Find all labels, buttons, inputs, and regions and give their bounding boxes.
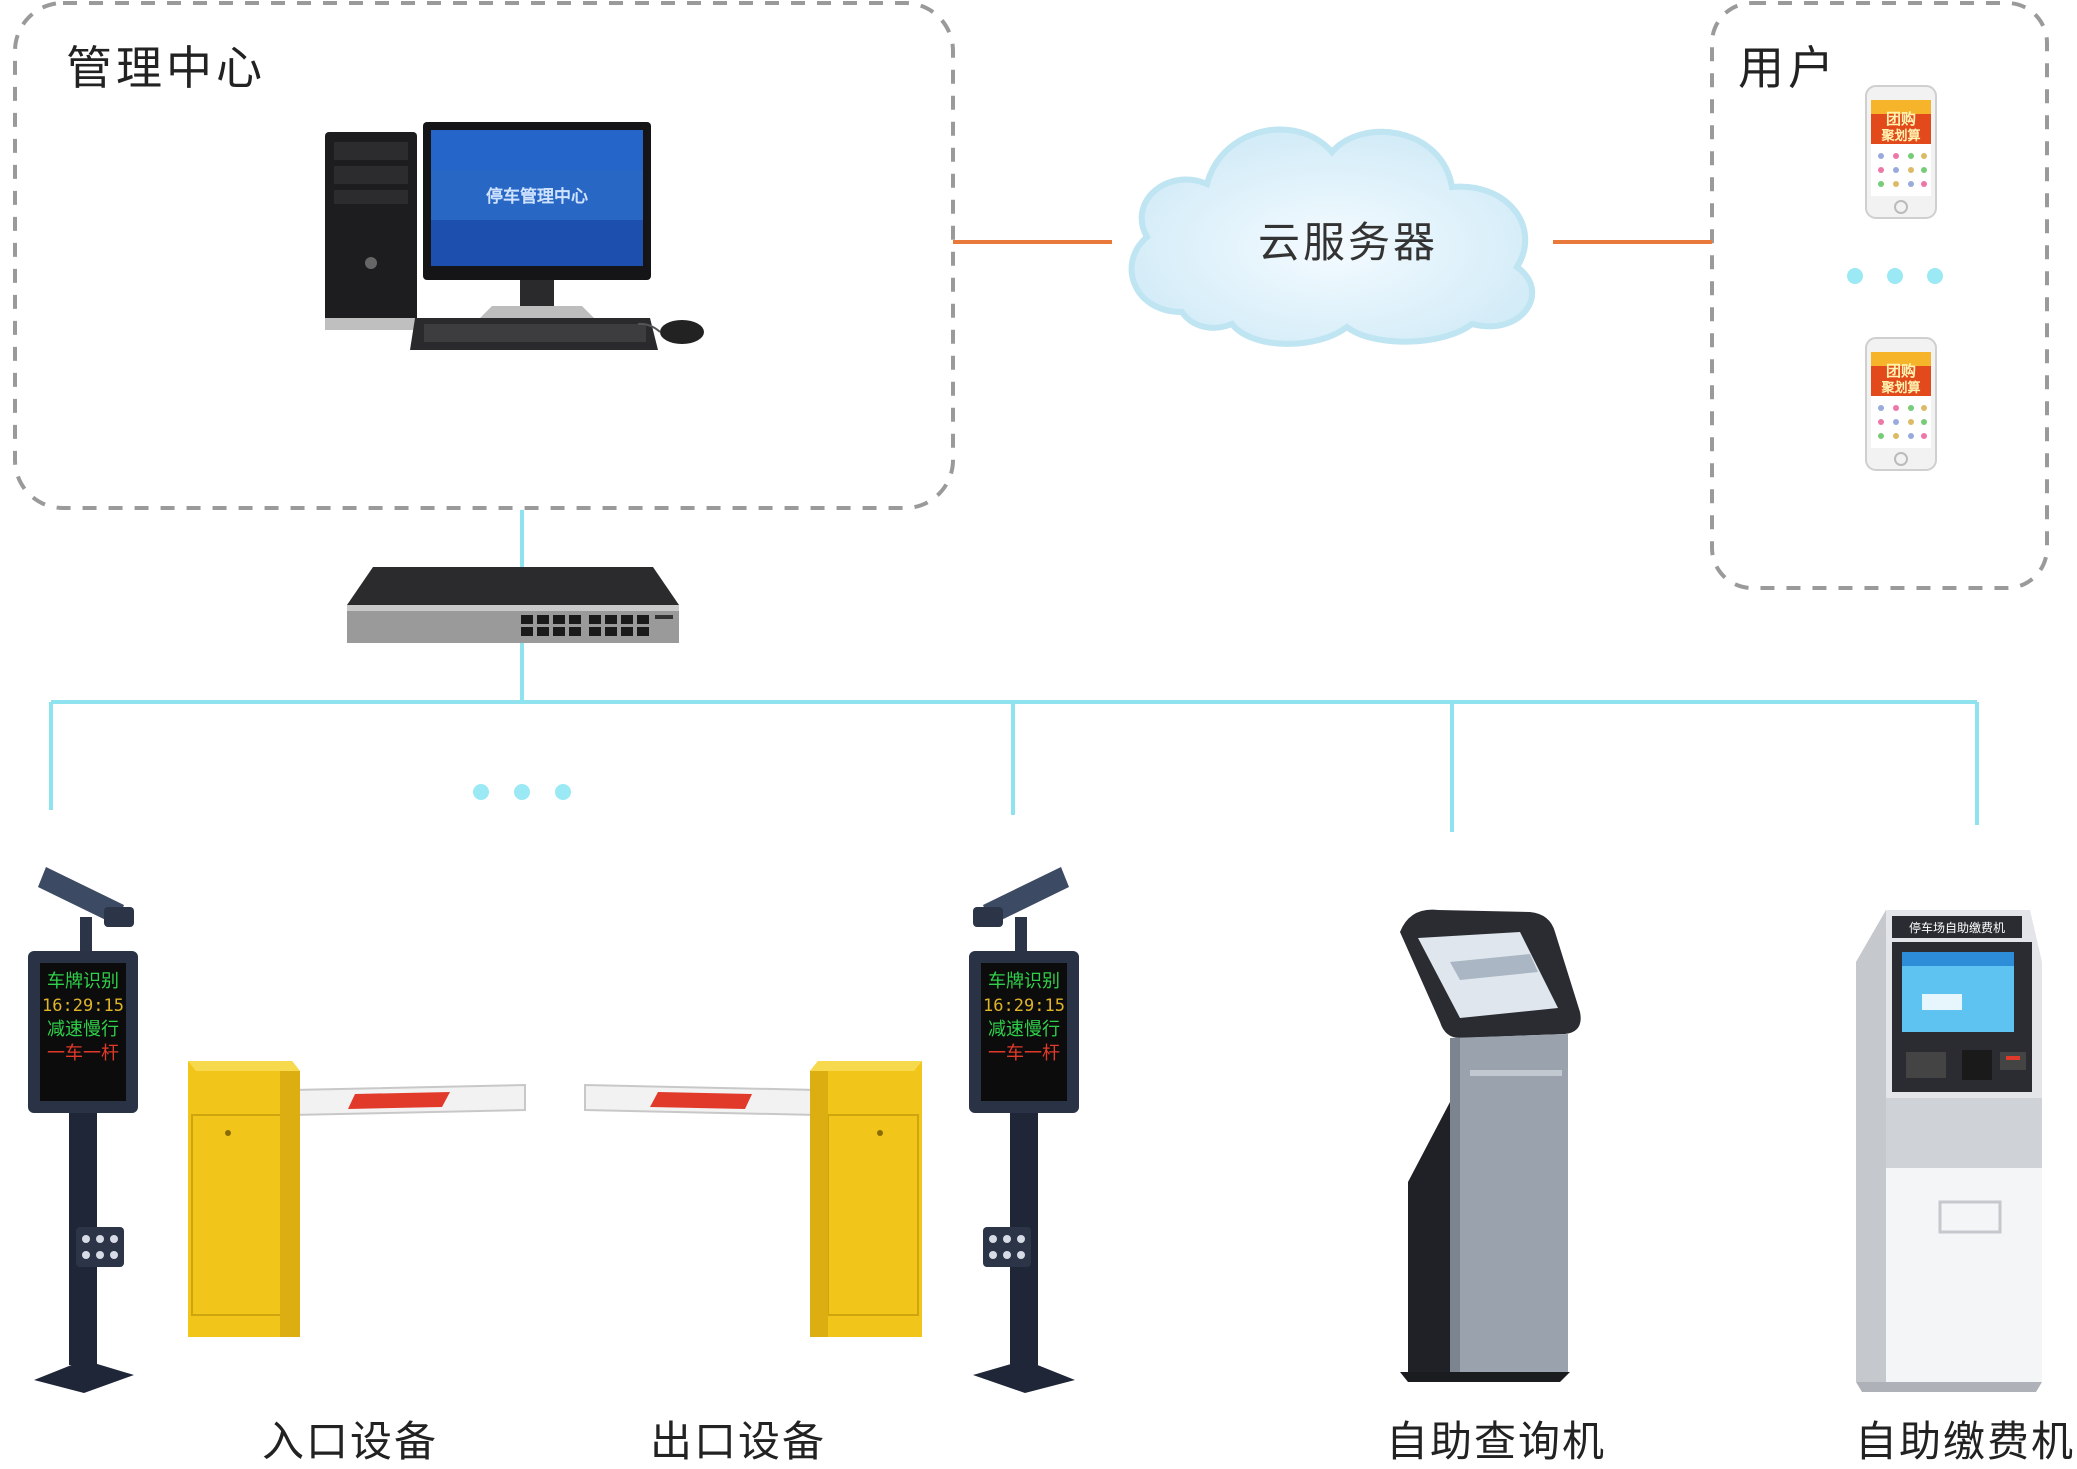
users-title: 用户	[1738, 41, 1838, 95]
switch-icon	[347, 567, 679, 643]
query-kiosk	[1390, 902, 1590, 1382]
computer-icon: 停车管理中心	[325, 122, 704, 350]
lpr-pole-icon: 车牌识别 16:29:15 减速慢行 一车一杆	[969, 867, 1079, 1393]
entrance-barrier	[180, 1055, 530, 1345]
led-line-1: 车牌识别	[47, 971, 119, 992]
phone-text-1: 团购	[1886, 110, 1916, 128]
smartphone-1: 团购 聚划算	[1864, 84, 1938, 220]
led-line-4: 一车一杆	[47, 1043, 119, 1064]
kiosk-header-text: 停车场自助缴费机	[1909, 920, 2005, 935]
exit-barrier	[580, 1055, 930, 1345]
cloud-label: 云服务器	[1258, 218, 1439, 267]
bus-dot	[555, 784, 571, 800]
led-line-1: 车牌识别	[988, 971, 1060, 992]
payment-kiosk-icon: 停车场自助缴费机	[1856, 910, 2042, 1392]
cloud-icon	[1128, 126, 1536, 347]
management-center-title: 管理中心	[66, 41, 266, 95]
lpr-pole-icon: 车牌识别 16:29:15 减速慢行 一车一杆	[28, 867, 138, 1393]
barrier-gate-icon	[584, 1061, 922, 1337]
phone-text-2: 聚划算	[1880, 128, 1920, 144]
led-line-4: 一车一杆	[988, 1043, 1060, 1064]
exit-caption: 出口设备	[650, 1417, 827, 1466]
users-dot	[1927, 268, 1943, 284]
phone-text-1: 团购	[1886, 362, 1916, 380]
bus-dot	[514, 784, 530, 800]
payment-kiosk-caption: 自助缴费机	[1855, 1417, 2076, 1466]
smartphone-2: 团购 聚划算	[1864, 336, 1938, 472]
exit-camera-pole: 车牌识别 16:29:15 减速慢行 一车一杆	[963, 855, 1083, 1395]
users-dot	[1847, 268, 1863, 284]
barrier-gate-icon	[188, 1061, 526, 1337]
management-center-box	[13, 1, 955, 510]
smartphone-icon: 团购 聚划算	[1865, 85, 1937, 219]
phone-text-2: 聚划算	[1880, 380, 1920, 396]
network-switch	[345, 565, 681, 647]
query-kiosk-icon	[1400, 909, 1581, 1382]
cloud-server: 云服务器	[1112, 92, 1553, 352]
led-line-2: 16:29:15	[42, 996, 124, 1016]
monitor-text: 停车管理中心	[486, 186, 588, 207]
led-line-3: 减速慢行	[988, 1019, 1060, 1040]
bus-dot	[473, 784, 489, 800]
query-kiosk-caption: 自助查询机	[1386, 1417, 1607, 1466]
diagram-lines	[13, 1, 2049, 832]
led-line-2: 16:29:15	[983, 996, 1065, 1016]
entrance-camera-pole: 车牌识别 16:29:15 减速慢行 一车一杆	[24, 855, 144, 1395]
entrance-caption: 入口设备	[262, 1417, 439, 1466]
smartphone-icon: 团购 聚划算	[1865, 337, 1937, 471]
users-dot	[1887, 268, 1903, 284]
payment-kiosk: 停车场自助缴费机	[1850, 902, 2050, 1392]
led-line-3: 减速慢行	[47, 1019, 119, 1040]
desktop-computer: 停车管理中心	[320, 118, 720, 358]
